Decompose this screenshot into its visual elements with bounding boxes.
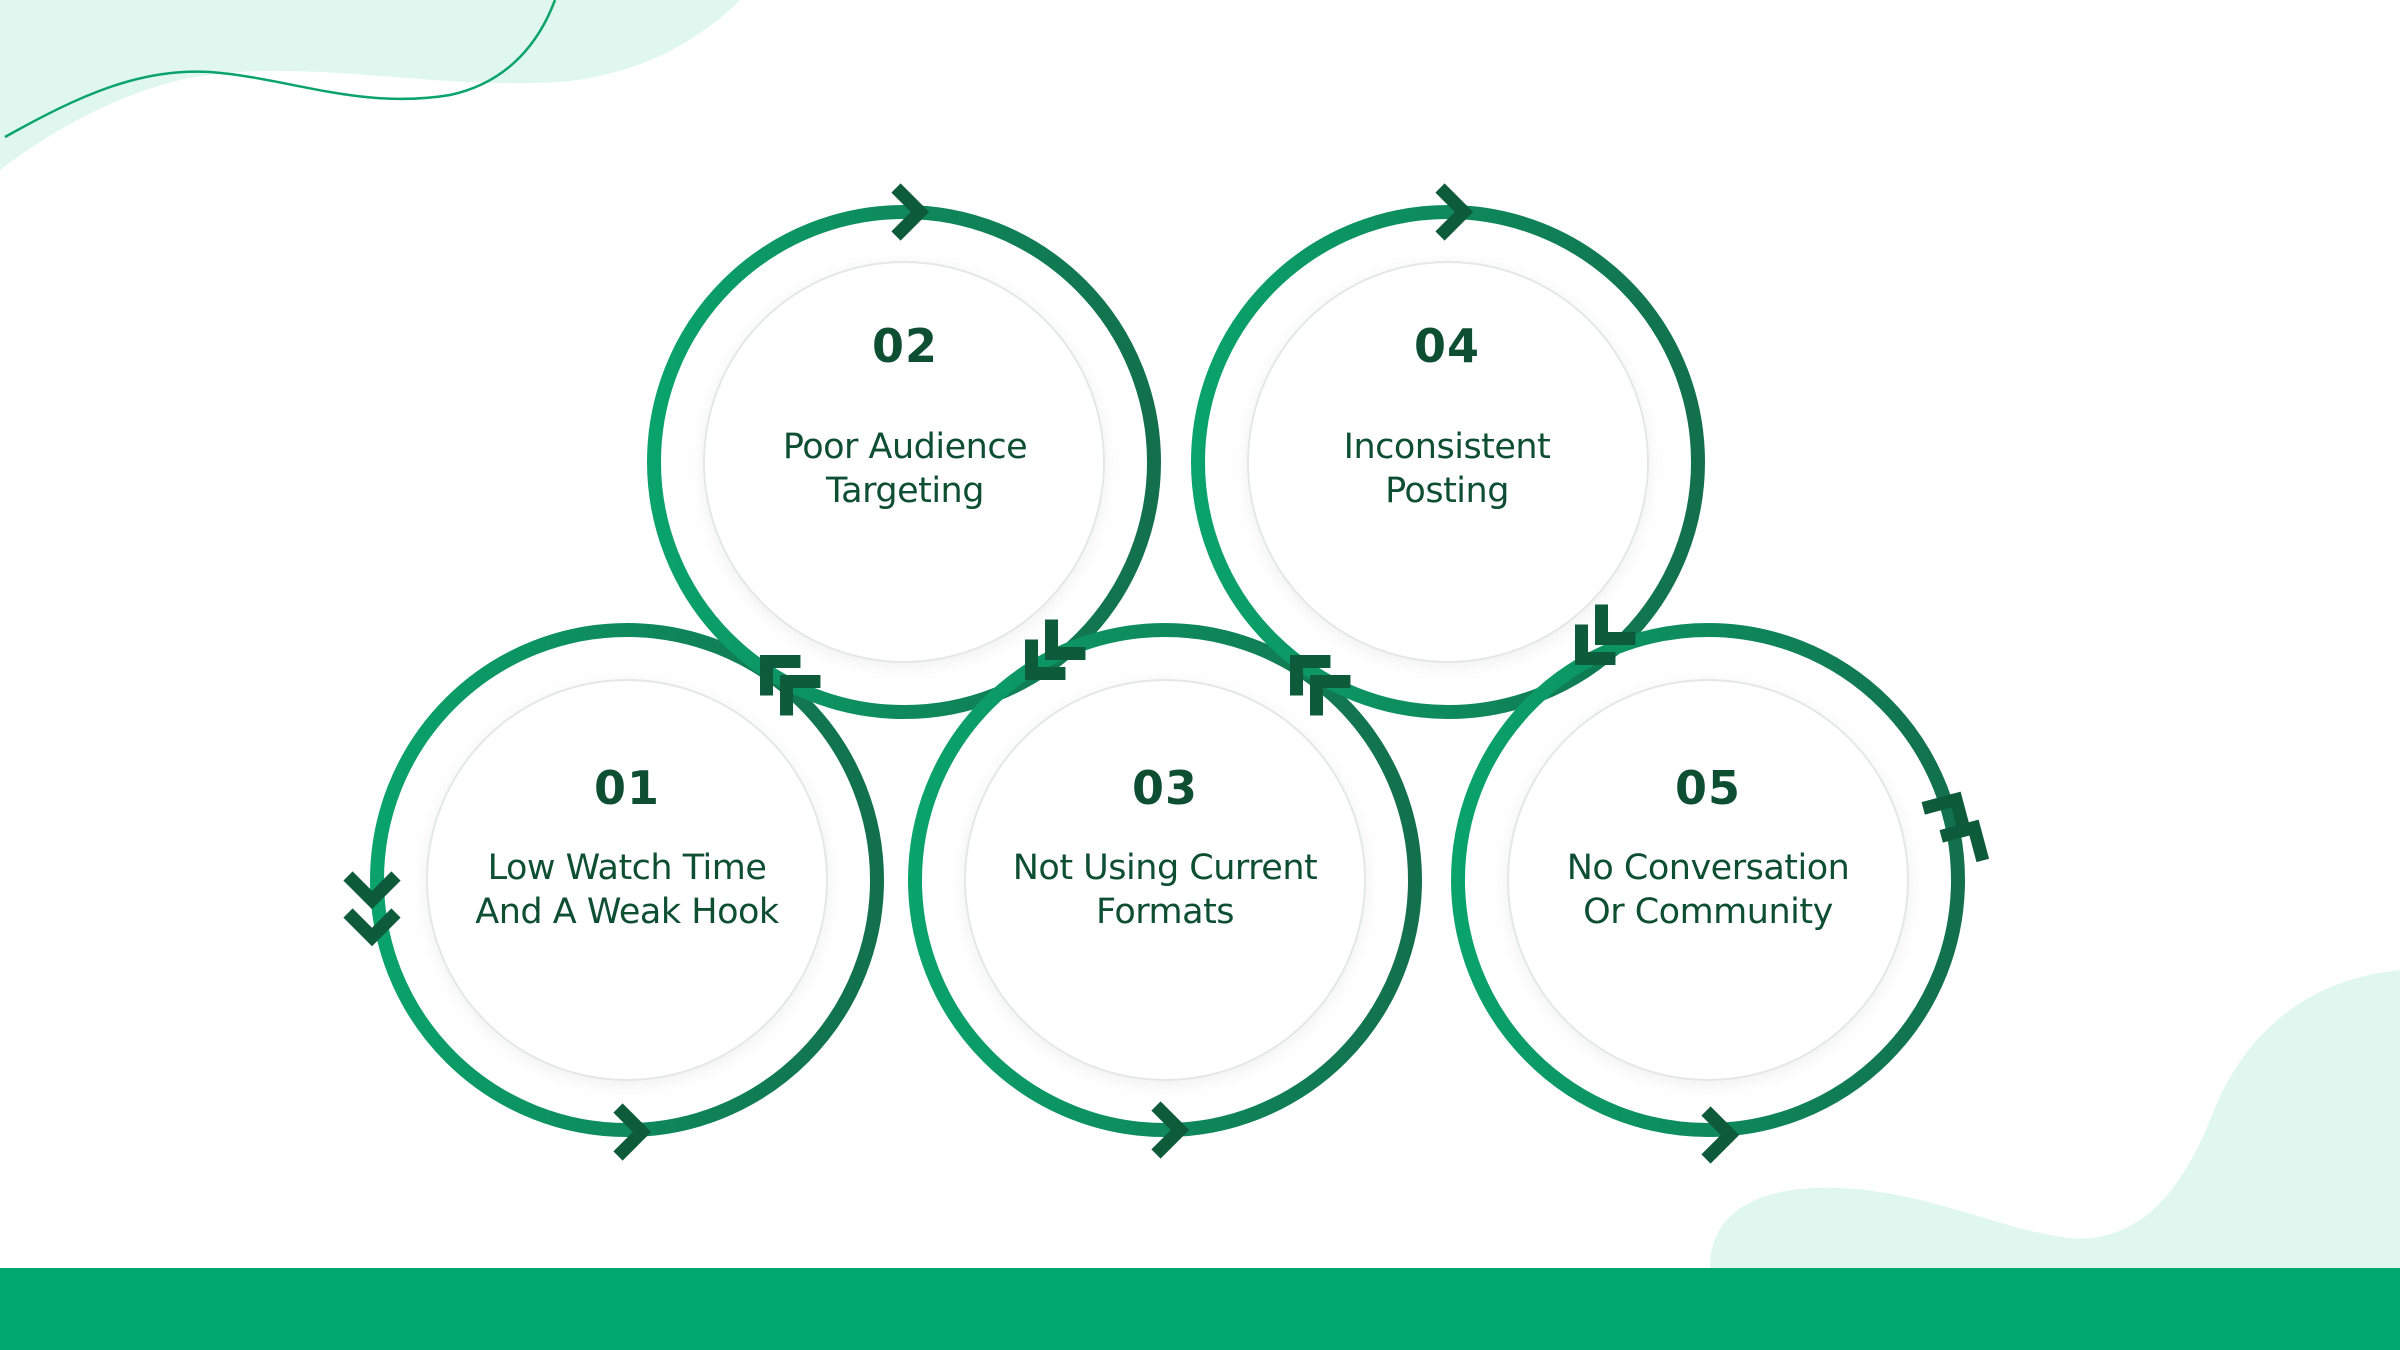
double-chevron-icon: [780, 675, 821, 716]
inner-circle-3: [964, 679, 1366, 1081]
double-chevron-icon: [1310, 675, 1351, 716]
double-chevron-icon: [760, 655, 801, 696]
ring-2: [647, 205, 1161, 719]
chevron-right-icon: [1435, 183, 1474, 241]
step-label: Low Watch Time And A Weak Hook: [475, 848, 779, 932]
inner-circle-5: [1507, 679, 1909, 1081]
double-chevron-icon: [1921, 791, 1972, 835]
double-chevron-icon: [1045, 619, 1086, 660]
step-number: 04: [1413, 319, 1480, 373]
ring-3: [908, 623, 1422, 1137]
step-number: 03: [1131, 761, 1198, 815]
inner-circle-1: [426, 679, 828, 1081]
double-chevron-icon: [1939, 819, 1990, 863]
double-chevron-icon: [1575, 624, 1616, 665]
step-label: Not Using Current Formats: [1012, 848, 1318, 932]
double-chevron-icon: [343, 908, 401, 947]
footer-band: [0, 1268, 2400, 1350]
double-chevron-icon: [1290, 655, 1331, 696]
chevron-right-icon: [613, 1103, 652, 1161]
ring-5: [1451, 623, 1965, 1137]
inner-circle-4: [1247, 261, 1649, 663]
step-number: 01: [593, 761, 660, 815]
chevron-right-icon: [1701, 1106, 1740, 1164]
chevron-right-icon: [891, 183, 930, 241]
ring-1: [370, 623, 884, 1137]
double-chevron-icon: [343, 871, 401, 910]
step-label: Poor Audience Targeting: [782, 427, 1028, 511]
double-chevron-icon: [1025, 639, 1066, 680]
chevron-right-icon: [1151, 1101, 1190, 1159]
diagram-layer: [343, 183, 1990, 1164]
decor-blob-bottom-right: [1710, 970, 2400, 1268]
inner-circle-2: [703, 261, 1105, 663]
double-chevron-icon: [1595, 604, 1636, 645]
step-number: 02: [871, 319, 938, 373]
ring-4: [1191, 205, 1705, 719]
decor-blob-top-left: [0, 0, 740, 170]
step-number: 05: [1674, 761, 1741, 815]
step-label: Inconsistent Posting: [1343, 427, 1551, 511]
step-label: No Conversation Or Community: [1566, 848, 1850, 932]
